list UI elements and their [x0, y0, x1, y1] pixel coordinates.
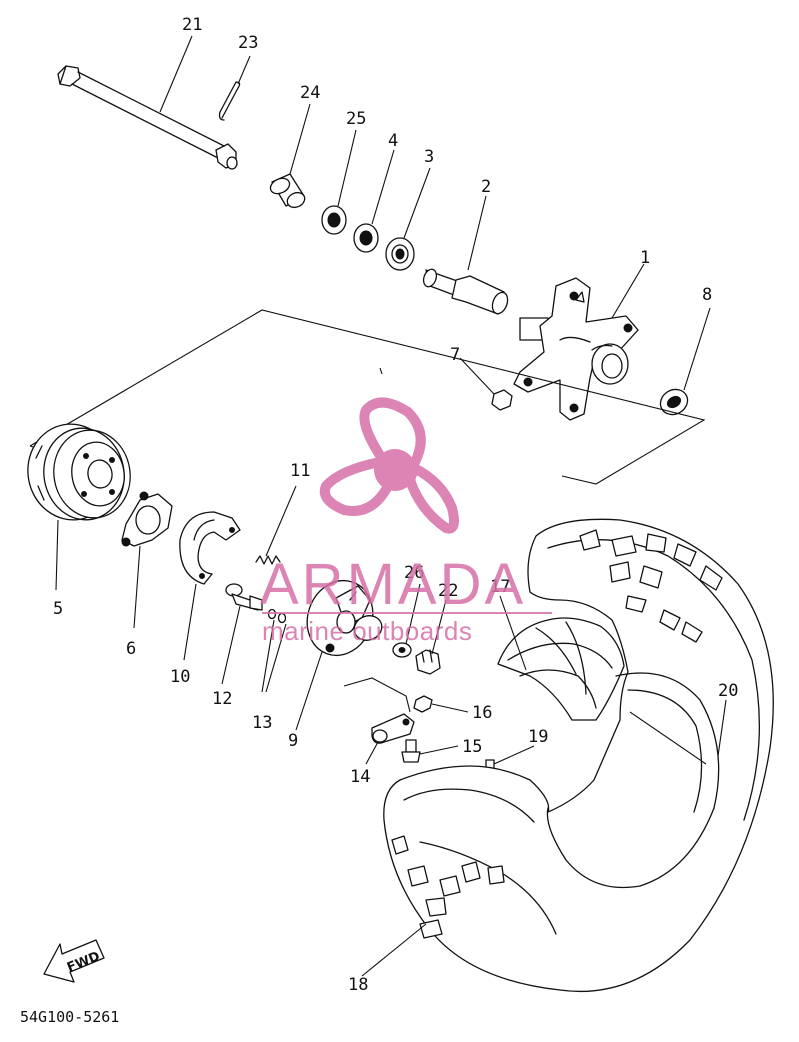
- callout-11: 11: [290, 461, 310, 481]
- wheel-rim-part: [497, 617, 625, 721]
- callout-18: 18: [348, 975, 368, 995]
- spring-part: [255, 555, 281, 565]
- callout-22: 22: [438, 581, 458, 601]
- camshaft-part: [225, 583, 263, 611]
- callout-2: 2: [481, 177, 491, 197]
- callout-19: 19: [528, 727, 548, 747]
- axle-part: [57, 65, 238, 170]
- callout-9: 9: [288, 731, 298, 751]
- gasket-plate-part: [121, 491, 173, 547]
- callout-20: 20: [718, 681, 738, 701]
- callout-6: 6: [126, 639, 136, 659]
- callout-13: 13: [252, 713, 272, 733]
- callout-21: 21: [182, 15, 202, 35]
- callout-8: 8: [702, 285, 712, 305]
- nut-7-part: [491, 389, 513, 411]
- watermark-subtitle: marine outboards: [262, 616, 472, 646]
- cotter-pin-part: [218, 81, 241, 121]
- watermark-title: ARMADA: [260, 552, 526, 617]
- tire-part: [383, 518, 774, 993]
- bearing-25: [321, 205, 347, 235]
- callout-26: 26: [404, 563, 424, 583]
- brake-panel-part: [306, 580, 383, 656]
- armada-watermark: ARMADA marine outboards: [260, 397, 552, 646]
- nut-16-part: [413, 695, 433, 713]
- callout-14: 14: [350, 767, 370, 787]
- callout-15: 15: [462, 737, 482, 757]
- callout-10: 10: [170, 667, 190, 687]
- wheel-hub-part: [513, 277, 639, 421]
- spacer-shaft-part: [422, 268, 549, 341]
- callout-5: 5: [53, 599, 63, 619]
- callout-1: 1: [640, 248, 650, 268]
- brake-drum-part: [27, 423, 131, 521]
- callout-25: 25: [346, 109, 366, 129]
- callout-3: 3: [424, 147, 434, 167]
- bolt-15-part: [401, 739, 421, 763]
- collar-part: [269, 173, 306, 209]
- callout-23: 23: [238, 33, 258, 53]
- brake-arm-part: [343, 677, 415, 744]
- callout-7: 7: [450, 345, 460, 365]
- callout-4: 4: [388, 131, 398, 151]
- forward-arrow-icon: FWD: [43, 939, 105, 983]
- callout-16: 16: [472, 703, 492, 723]
- callout-17: 17: [490, 577, 510, 597]
- callout-12: 12: [212, 689, 232, 709]
- oil-seal-8: [659, 388, 689, 416]
- oil-seal-3: [385, 237, 415, 271]
- castle-nut-part: [415, 649, 441, 675]
- diagram-code: 54G100-5261: [20, 1008, 119, 1026]
- bearing-4: [353, 223, 379, 253]
- callout-24: 24: [300, 83, 320, 103]
- brake-shoe-part: [179, 511, 241, 585]
- callout-labels: 1 2 3 4 5 6 7 8 9 10 11 12 13 14 15 16 1…: [53, 15, 738, 995]
- washer-part: [392, 642, 412, 658]
- propeller-logo-icon: [319, 397, 459, 534]
